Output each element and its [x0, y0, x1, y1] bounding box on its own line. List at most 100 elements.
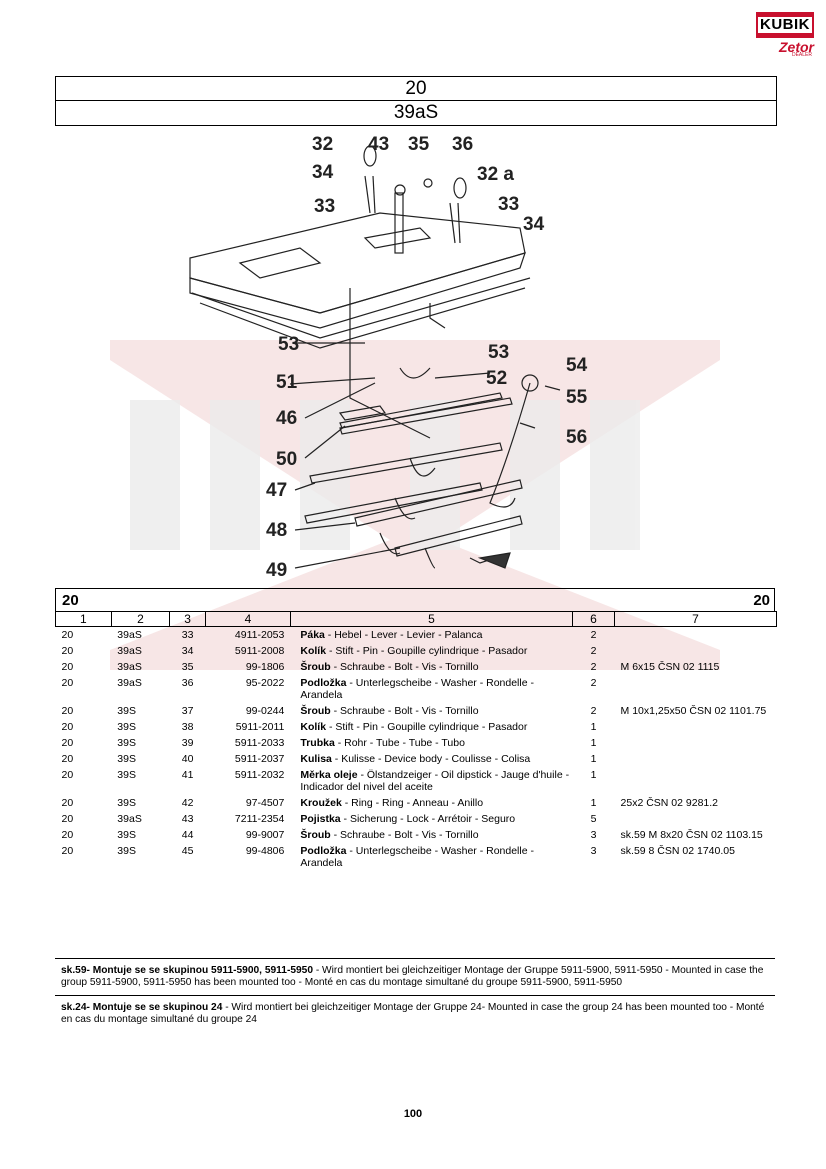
subgroup-number: 39aS [393, 102, 439, 123]
cell-c2: 39aS [117, 677, 142, 689]
cell-note [615, 767, 777, 795]
kubik-zetor-logo: KUBIK Zetor DEALER [756, 12, 814, 58]
cell-c3: 38 [181, 721, 194, 733]
selector-rod [339, 392, 503, 429]
cell-c3: 35 [181, 661, 194, 673]
cell-c4: 7211-2354 [234, 813, 285, 825]
cell-qty: 2 [590, 629, 597, 641]
callout-33-left: 33 [314, 196, 335, 217]
cell-c1: 20 [61, 645, 74, 657]
cell-c3: 42 [181, 797, 194, 809]
cell-c3: 39 [181, 737, 194, 749]
logo-sub: Zetor [779, 39, 814, 55]
col-2: 2 [110, 611, 171, 627]
logo-dealer: DEALER [791, 52, 812, 58]
cell-c4: 99-4806 [245, 845, 285, 857]
part-description: Trubka - Rohr - Tube - Tube - Tubo [300, 737, 465, 749]
part-description: Podložka - Unterlegscheibe - Washer - Ro… [300, 677, 534, 701]
table-header-row: 1 2 3 4 5 6 7 [55, 611, 777, 627]
table-row: 20 39aS 36 95-2022 Podložka - Unterlegscheib… [56, 675, 777, 703]
callout-55: 55 [566, 387, 588, 408]
cell-qty: 2 [590, 645, 597, 657]
note-sk24: sk.24- Montuje se se skupinou 24 - Wird … [55, 995, 775, 1032]
cell-c1: 20 [61, 769, 74, 781]
cell-note [615, 811, 777, 827]
cell-c2: 39S [117, 845, 136, 857]
part-description: Kroužek - Ring - Ring - Anneau - Anillo [300, 797, 484, 809]
callout-50: 50 [276, 449, 297, 470]
cell-qty: 1 [590, 797, 597, 809]
cell-c4: 99-1806 [245, 661, 285, 673]
cell-note [615, 751, 777, 767]
cell-c4: 5911-2037 [234, 753, 285, 765]
cell-c4: 99-0244 [245, 705, 285, 717]
cell-c3: 36 [181, 677, 194, 689]
callout-52: 52 [486, 368, 507, 389]
cell-c4: 5911-2011 [235, 721, 285, 733]
cell-c1: 20 [61, 753, 74, 765]
col-6: 6 [571, 611, 616, 627]
cell-c2: 39aS [117, 661, 142, 673]
cell-note [615, 719, 777, 735]
cell-c1: 20 [61, 829, 74, 841]
cell-note: sk.59 M 8x20 ČSN 02 1103.15 [620, 829, 763, 841]
callout-36: 36 [452, 134, 473, 155]
cell-qty: 5 [590, 813, 597, 825]
cell-c4: 95-2022 [245, 677, 285, 689]
cell-c2: 39S [117, 705, 136, 717]
logo-brand: KUBIK [756, 12, 814, 38]
callout-43: 43 [368, 134, 389, 155]
cell-c2: 39S [117, 721, 136, 733]
cell-c1: 20 [61, 737, 74, 749]
col-4: 4 [204, 611, 291, 627]
cell-c3: 45 [181, 845, 194, 857]
cell-c1: 20 [61, 813, 74, 825]
part-description: Pojistka - Sicherung - Lock - Arrétoir -… [300, 813, 516, 825]
part-description: Kulisa - Kulisse - Device body - Couliss… [300, 753, 531, 765]
callout-34-left: 34 [312, 162, 334, 183]
cell-c1: 20 [61, 797, 74, 809]
cell-note: 25x2 ČSN 02 9281.2 [620, 797, 719, 809]
note-sk59: sk.59- Montuje se se skupinou 5911-5900,… [55, 958, 775, 995]
exploded-diagram: 32 43 35 36 32 a 34 33 33 34 53 51 53 52… [189, 134, 588, 581]
callout-32a: 32 a [477, 164, 514, 185]
cell-qty: 1 [590, 769, 597, 781]
cell-c1: 20 [61, 705, 74, 717]
callout-33-right: 33 [498, 194, 519, 215]
cell-c2: 39S [117, 829, 136, 841]
cell-c3: 33 [181, 629, 194, 641]
cell-c1: 20 [61, 845, 74, 857]
cell-c2: 39S [117, 769, 136, 781]
cell-qty: 1 [590, 737, 597, 749]
cell-c1: 20 [61, 677, 74, 689]
table-title: 20 20 [55, 588, 775, 611]
cell-qty: 3 [590, 829, 597, 841]
part-description: Páka - Hebel - Lever - Levier - Palanca [300, 629, 483, 641]
group-number: 20 [56, 77, 776, 101]
cell-qty: 2 [590, 705, 597, 717]
cell-c3: 44 [181, 829, 194, 841]
callout-35: 35 [408, 134, 430, 155]
table-title-right: 20 [753, 592, 770, 609]
col-1: 1 [55, 611, 112, 627]
cell-note [615, 735, 777, 751]
cell-c4: 5911-2008 [234, 645, 285, 657]
cell-c1: 20 [61, 629, 74, 641]
cell-note [615, 627, 777, 644]
cell-qty: 2 [590, 661, 597, 673]
cell-note [615, 675, 777, 703]
callout-34-right: 34 [523, 214, 545, 235]
cell-note: M 6x15 ČSN 02 1115 [620, 661, 720, 673]
gasket [191, 277, 531, 339]
callout-53-right: 53 [488, 342, 509, 363]
part-description: Kolík - Stift - Pin - Goupille cylindriq… [300, 645, 528, 657]
cell-qty: 1 [590, 753, 597, 765]
